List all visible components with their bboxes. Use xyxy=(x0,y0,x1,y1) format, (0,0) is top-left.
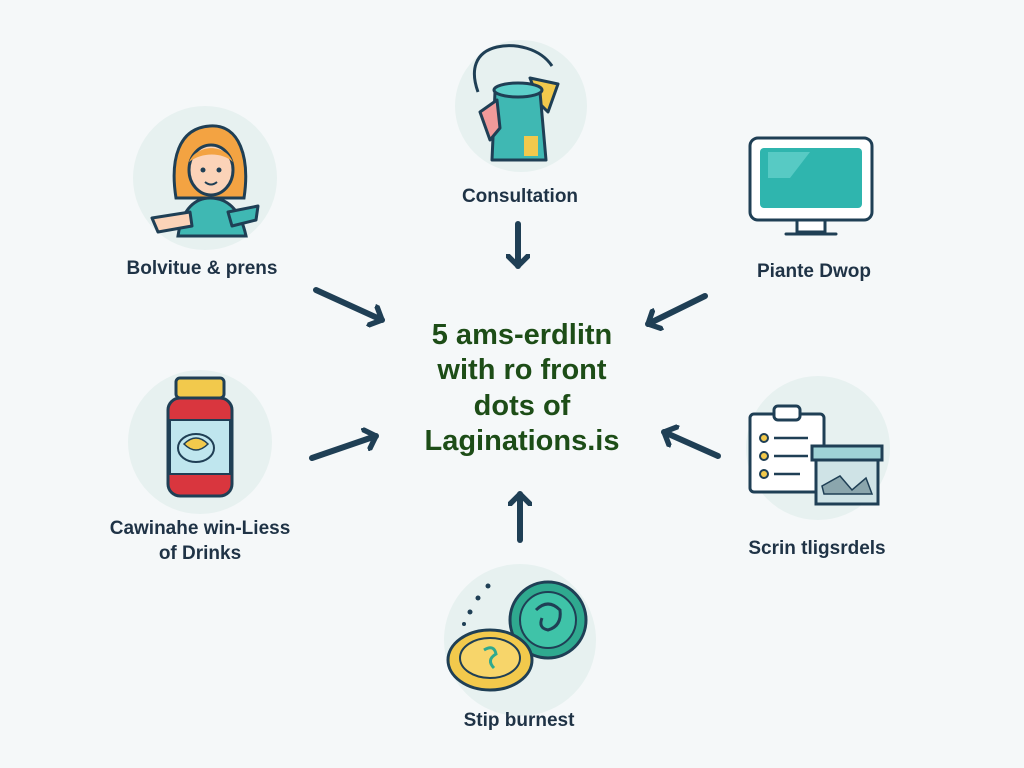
label-left-line2: of Drinks xyxy=(158,543,242,564)
label-top-left: Bolvitue & prens xyxy=(126,258,278,279)
label-top-right: Piante Dwop xyxy=(756,261,871,282)
arrow-from-top-left xyxy=(313,287,385,320)
label-top: Consultation xyxy=(461,186,579,207)
arrow-from-left xyxy=(309,436,379,461)
center-title: 5 ams-erdlitn with ro front dots of Lagi… xyxy=(362,318,682,460)
teapot-icon xyxy=(472,44,560,162)
center-line-2: with ro front xyxy=(437,354,607,387)
label-right: Scrin tligsrdels xyxy=(748,538,886,559)
monitor-icon xyxy=(748,136,874,236)
woman-avatar-icon xyxy=(150,124,260,238)
arrow-from-right xyxy=(661,432,721,459)
clipboard-box-icon xyxy=(748,404,884,506)
coins-icon xyxy=(446,580,588,692)
center-line-4: Laginations.is xyxy=(424,425,620,458)
label-left-line1: Cawinahe win-Liess xyxy=(109,518,291,539)
arrow-from-top-right xyxy=(645,293,708,324)
label-bottom: Stip burnest xyxy=(463,710,575,731)
jar-icon xyxy=(166,376,234,498)
center-line-1: 5 ams-erdlitn xyxy=(431,319,613,351)
center-line-3: dots of xyxy=(473,389,571,422)
